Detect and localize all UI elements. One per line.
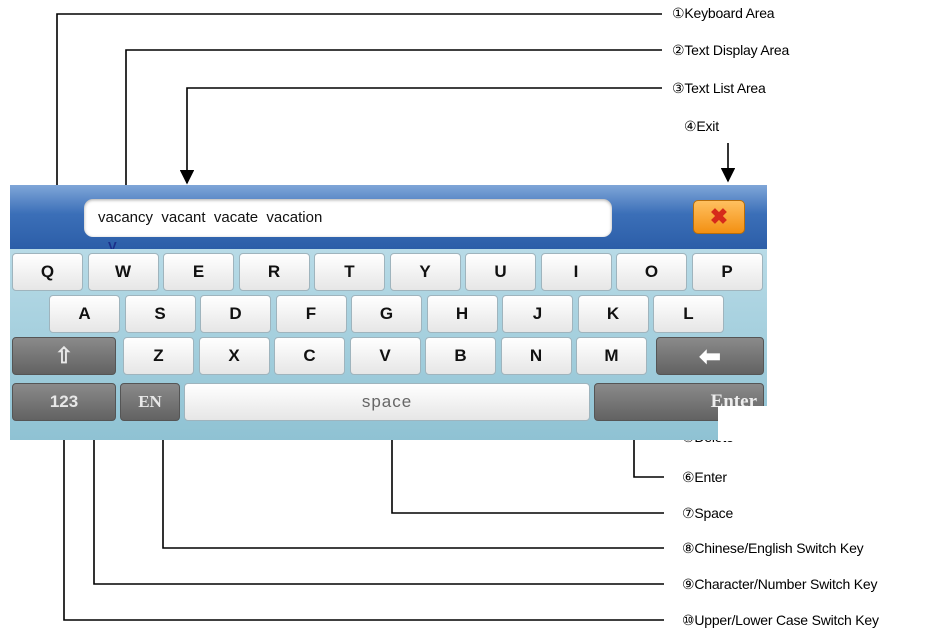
key-m[interactable]: M	[576, 337, 647, 375]
key-j[interactable]: J	[502, 295, 573, 333]
key-f[interactable]: F	[275, 295, 347, 333]
shift-arrow-icon: ⇧	[54, 343, 74, 368]
callout-keyboard-area: ①Keyboard Area	[672, 5, 775, 21]
key-label: W	[114, 262, 132, 281]
key-label: E	[192, 262, 205, 281]
key-e[interactable]: E	[163, 253, 234, 291]
leader-case-switch	[56, 353, 664, 621]
key-label: L	[683, 304, 694, 323]
key-l[interactable]: L	[653, 295, 724, 333]
key-b[interactable]: B	[425, 337, 496, 375]
callout-text-display-area: ②Text Display Area	[672, 42, 790, 58]
callout-enter: ⑥Enter	[682, 469, 727, 485]
key-label: D	[229, 304, 242, 323]
callout-text-list-area: ③Text List Area	[672, 80, 766, 96]
key-label: A	[78, 304, 91, 323]
number-switch-label: 123	[49, 392, 79, 411]
text-list-candidates[interactable]: vacancy vacant vacate vacation	[98, 209, 323, 226]
key-label: Z	[153, 346, 164, 365]
callout-space: ⑦Space	[682, 505, 734, 521]
key-p[interactable]: P	[691, 253, 763, 291]
key-d[interactable]: D	[200, 295, 271, 333]
callout-cn-en-switch: ⑧Chinese/English Switch Key	[682, 540, 864, 556]
key-a[interactable]: A	[49, 295, 120, 333]
key-label: O	[644, 262, 659, 281]
key-label: Q	[40, 262, 55, 281]
number-switch-key[interactable]: 123	[12, 383, 116, 421]
exit-button[interactable]: ✖	[693, 200, 745, 234]
shift-key[interactable]: ⇧	[12, 337, 116, 375]
key-i[interactable]: I	[540, 253, 612, 291]
key-k[interactable]: K	[577, 295, 649, 333]
key-label: H	[455, 304, 469, 323]
key-c[interactable]: C	[274, 337, 345, 375]
key-q[interactable]: Q	[12, 253, 83, 291]
key-label: T	[344, 262, 355, 281]
key-h[interactable]: H	[426, 295, 498, 333]
device-screen: vacancy vacant vacate vacation V ✖ Q W E R T…	[10, 185, 767, 440]
top-bar: vacancy vacant vacate vacation V ✖	[10, 185, 767, 254]
key-label: V	[379, 346, 391, 365]
key-g[interactable]: G	[351, 295, 422, 333]
key-y[interactable]: Y	[389, 253, 461, 291]
key-label: M	[604, 346, 619, 365]
callout-exit: ④Exit	[684, 118, 719, 134]
key-r[interactable]: R	[238, 253, 310, 291]
space-label: space	[361, 392, 413, 411]
leader-text-list-area	[179, 87, 662, 185]
text-display-area: V	[108, 239, 117, 254]
key-z[interactable]: Z	[123, 337, 194, 375]
delete-key[interactable]: ⬅	[656, 337, 764, 375]
leader-char-num-switch	[86, 392, 664, 585]
key-label: U	[494, 262, 507, 281]
key-n[interactable]: N	[500, 337, 572, 375]
key-o[interactable]: O	[616, 253, 687, 291]
key-label: J	[532, 304, 543, 323]
leader-text-display-area	[118, 49, 662, 228]
backspace-arrow-icon: ⬅	[699, 340, 721, 371]
key-label: R	[267, 262, 281, 281]
key-label: Y	[419, 262, 431, 281]
leader-keyboard-area	[49, 13, 662, 240]
key-u[interactable]: U	[465, 253, 536, 291]
key-label: S	[154, 304, 166, 323]
key-w[interactable]: W	[87, 253, 159, 291]
space-key[interactable]: space	[184, 383, 590, 421]
callout-char-num-switch: ⑨Character/Number Switch Key	[682, 576, 878, 592]
key-s[interactable]: S	[124, 295, 196, 333]
key-label: I	[573, 262, 579, 281]
language-switch-key[interactable]: EN	[120, 383, 180, 421]
key-label: F	[305, 304, 317, 323]
enter-key[interactable]: Enter	[594, 383, 764, 421]
leader-cn-en-switch	[155, 398, 664, 549]
key-label: N	[529, 346, 543, 365]
key-label: X	[228, 346, 240, 365]
key-label: P	[721, 262, 733, 281]
key-x[interactable]: X	[198, 337, 270, 375]
key-v[interactable]: V	[349, 337, 421, 375]
key-label: C	[303, 346, 316, 365]
key-label: K	[606, 304, 620, 323]
annotation-mask	[718, 406, 768, 441]
callout-case-switch: ⑩Upper/Lower Case Switch Key	[682, 612, 879, 628]
text-list-area[interactable]: vacancy vacant vacate vacation	[84, 199, 612, 237]
close-icon: ✖	[709, 204, 729, 229]
key-t[interactable]: T	[314, 253, 385, 291]
language-switch-label: EN	[138, 392, 162, 411]
key-label: B	[454, 346, 467, 365]
key-label: G	[379, 304, 394, 323]
